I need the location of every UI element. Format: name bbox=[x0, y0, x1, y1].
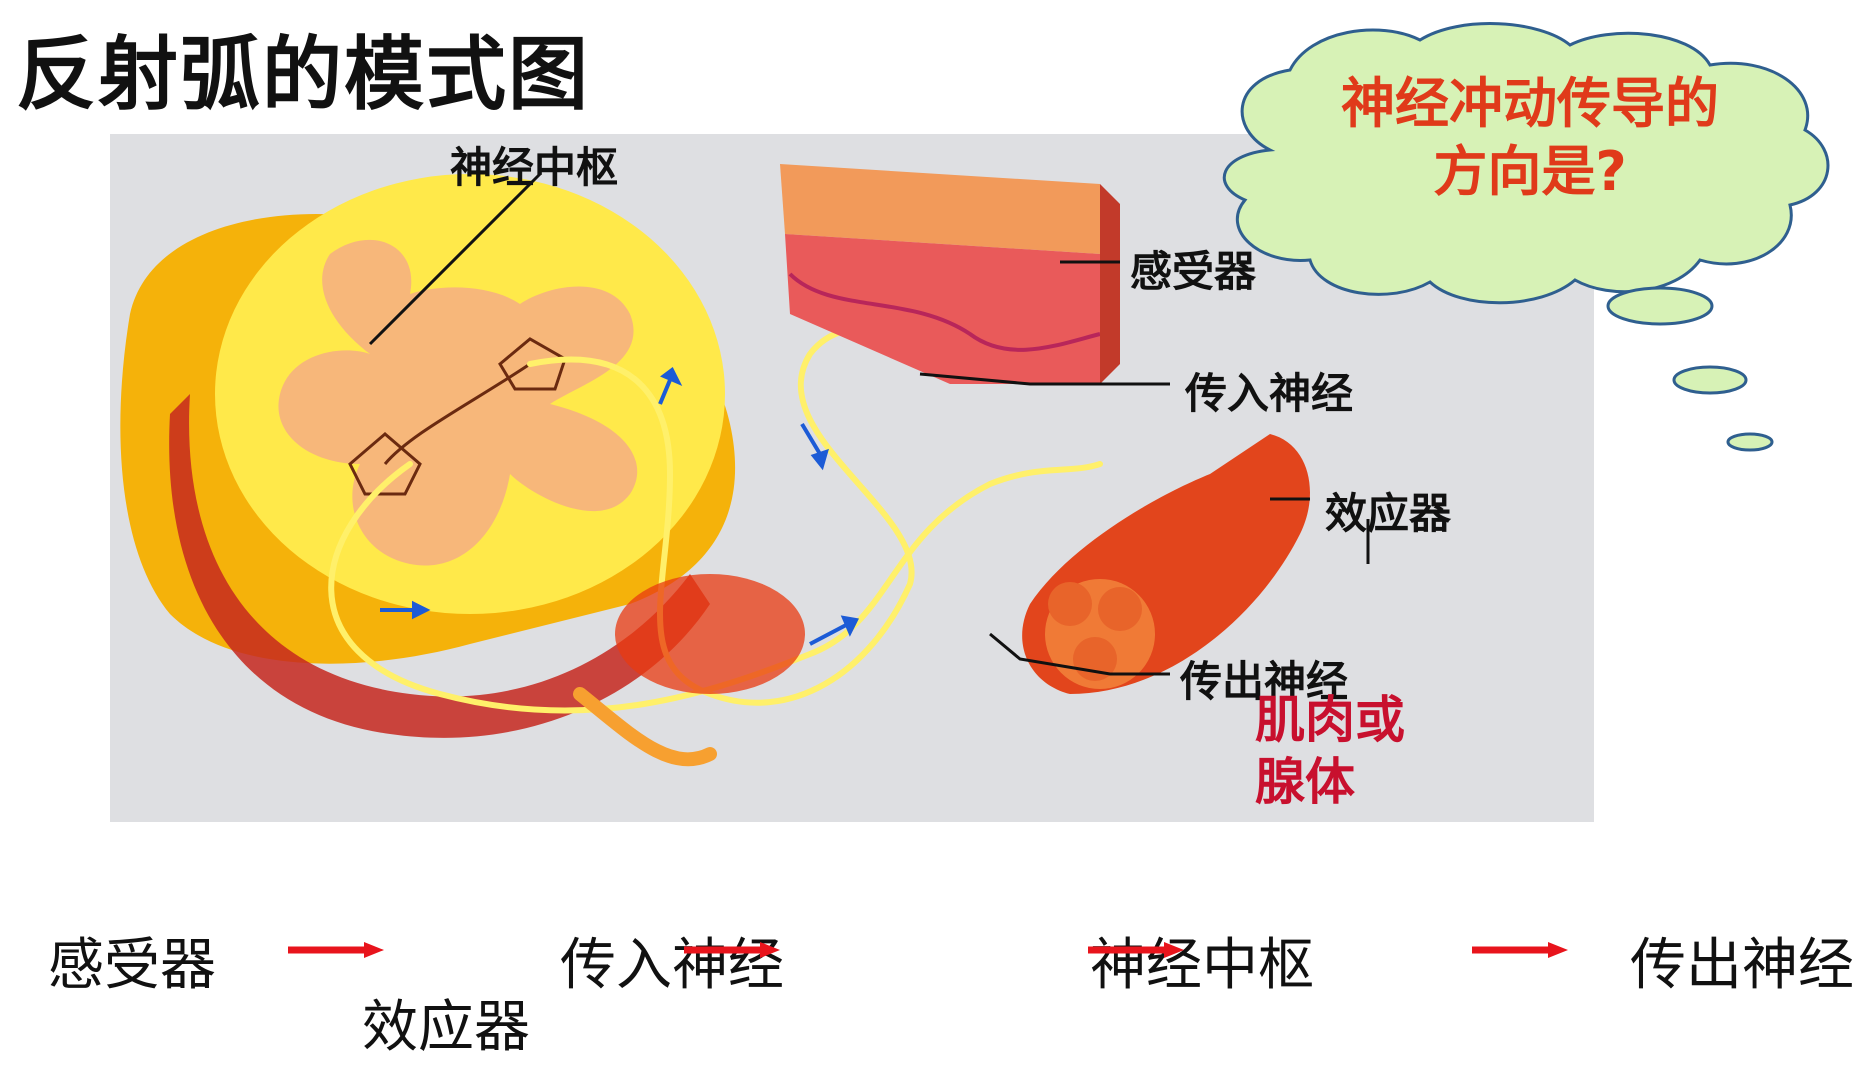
sequence-arrow-4 bbox=[1470, 920, 1570, 980]
ganglion bbox=[615, 574, 805, 694]
label-nerve-center: 神经中枢 bbox=[450, 134, 618, 195]
sequence-step-1: 感受器 bbox=[48, 920, 216, 1001]
sequence-step-4: 传出神经 bbox=[1630, 920, 1854, 1001]
sequence-arrow-3 bbox=[1086, 920, 1186, 980]
skin-block bbox=[780, 164, 1120, 384]
page-title: 反射弧的模式图 bbox=[16, 10, 590, 126]
sequence-step-5: 效应器 bbox=[362, 982, 530, 1063]
cloud-question-line1: 神经冲动传导的 bbox=[1250, 70, 1810, 138]
cloud-question: 神经冲动传导的 方向是? bbox=[1250, 70, 1810, 206]
sequence-arrow-2 bbox=[682, 920, 782, 980]
effector-note-line2: 腺体 bbox=[1255, 742, 1355, 814]
cloud-question-line2: 方向是? bbox=[1250, 138, 1810, 206]
sequence-arrow-1 bbox=[286, 920, 386, 980]
